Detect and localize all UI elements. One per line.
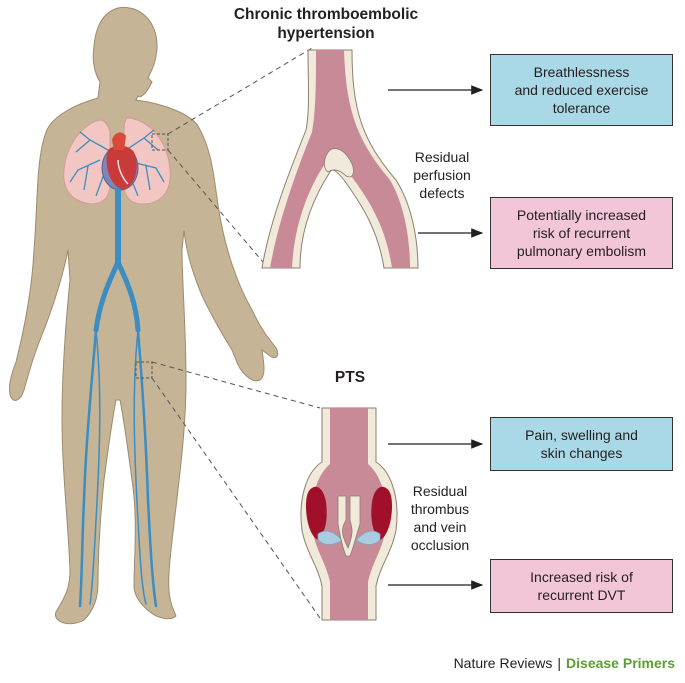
cteph-title-line1: Chronic thromboembolic: [233, 6, 419, 23]
body-silhouette: [9, 6, 279, 625]
credit-separator: |: [557, 655, 562, 671]
leg-zoom-marker: [135, 361, 153, 379]
outcome-box-pain-swelling: Pain, swelling and skin changes: [490, 417, 673, 471]
box-line: tolerance: [552, 100, 611, 116]
box-line: risk of recurrent: [532, 225, 631, 241]
lungs: [63, 117, 171, 205]
pts-title: PTS: [334, 369, 366, 386]
pts-mid-label: Residual thrombus and vein occlusion: [394, 482, 486, 554]
pts-mid-line3: and vein: [413, 519, 467, 535]
box-line: Pain, swelling and: [525, 427, 638, 443]
lung-zoom-marker: [151, 133, 169, 151]
outcome-box-recurrent-dvt: Increased risk of recurrent DVT: [490, 559, 673, 613]
box-line: pulmonary embolism: [516, 243, 647, 259]
cteph-mid-line3: defects: [419, 185, 465, 201]
outcome-box-recurrent-pe: Potentially increased risk of recurrent …: [490, 197, 673, 269]
right-leg-vein: [136, 328, 158, 608]
box-line: skin changes: [540, 445, 623, 461]
pulmonary-vessels: [69, 129, 165, 197]
cteph-mid-line1: Residual: [414, 149, 470, 165]
left-lung: [63, 119, 111, 205]
box-line: and reduced exercise: [514, 82, 649, 98]
human-body: [9, 6, 279, 625]
pts-occlusion: [337, 495, 361, 557]
left-leg-vein: [78, 328, 98, 608]
cteph-title: Chronic thromboembolic hypertension: [226, 5, 426, 43]
cteph-title-line2: hypertension: [277, 25, 375, 42]
series-name: Disease Primers: [566, 655, 675, 671]
right-lung: [123, 117, 171, 205]
pts-vessel-lumen: [311, 408, 387, 620]
pts-thrombus-right: [371, 486, 392, 540]
box-line: Breathlessness: [533, 64, 630, 80]
box-line: recurrent DVT: [537, 587, 626, 603]
journal-credit: Nature Reviews|Disease Primers: [454, 655, 675, 671]
outcome-box-breathlessness: Breathlessness and reduced exercise tole…: [490, 54, 673, 126]
zoom-lines: [151, 47, 321, 619]
pts-thrombus-left: [306, 486, 327, 540]
cteph-vessel: [261, 49, 419, 269]
pts-vessel: [300, 407, 398, 621]
arrows: [388, 85, 484, 590]
pts-mid-line2: thrombus: [410, 501, 470, 517]
journal-name: Nature Reviews: [453, 655, 553, 671]
venous-system: [78, 187, 158, 608]
right-iliac-vein: [115, 259, 141, 333]
pts-mid-line1: Residual: [412, 483, 468, 499]
box-line: Increased risk of: [530, 569, 633, 585]
cteph-residual-defect: [324, 148, 354, 178]
pts-valve-right: [355, 530, 381, 545]
left-iliac-vein: [93, 259, 121, 333]
right-leg-vein-branch: [133, 329, 147, 605]
pts-mid-line4: occlusion: [410, 537, 470, 553]
cteph-mid-line2: perfusion: [413, 167, 471, 183]
cteph-mid-label: Residual perfusion defects: [394, 148, 490, 202]
box-line: Potentially increased: [516, 207, 647, 223]
left-leg-vein-branch: [89, 329, 101, 605]
